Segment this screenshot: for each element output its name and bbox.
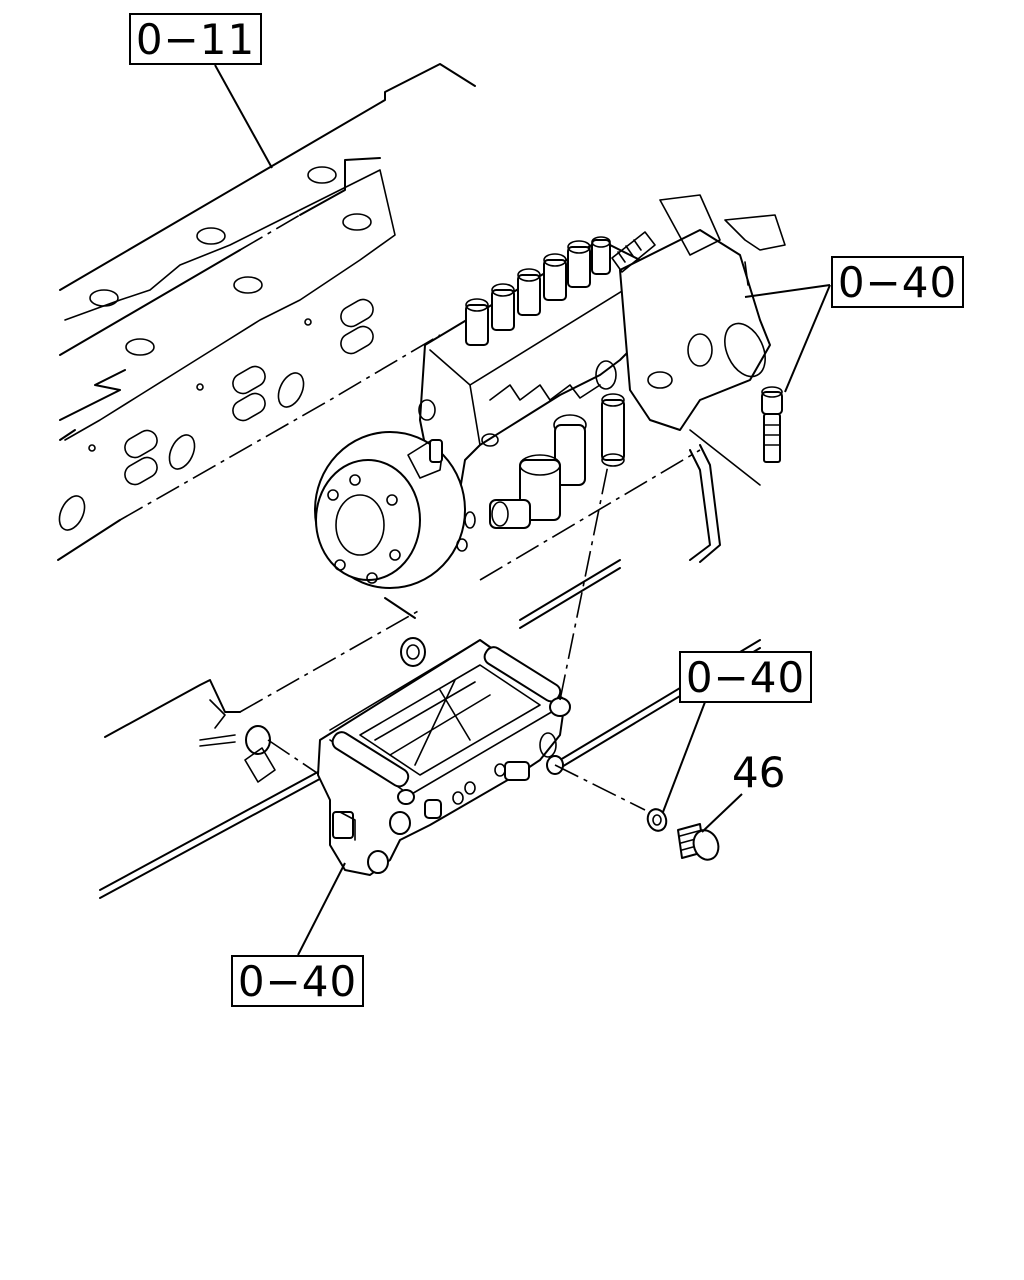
- callout-label: 0−40: [237, 956, 358, 1006]
- drive-coupling: [314, 431, 476, 589]
- delivery-valves: [465, 236, 611, 346]
- callout-label: 0−40: [685, 652, 806, 702]
- callout-ref-0-40-mid: 0−40: [679, 651, 812, 703]
- left-stud: [244, 637, 426, 786]
- callout-ref-0-40-bottom: 0−40: [231, 955, 364, 1007]
- leader-lines: [214, 64, 831, 956]
- injection-pump: [418, 194, 786, 563]
- callout-label: 0−11: [135, 14, 256, 64]
- washer-and-bolt: [646, 808, 720, 861]
- part-number-label: 46: [732, 748, 786, 797]
- cylinder-head-gasket: [57, 63, 476, 561]
- callout-label: 0−40: [837, 257, 958, 307]
- pump-mounting-bracket: [317, 464, 646, 876]
- callout-ref-0-11: 0−11: [129, 13, 262, 65]
- engine-block-outline: [99, 449, 761, 899]
- upper-bolt: [689, 386, 783, 486]
- callout-ref-0-40-top: 0−40: [831, 256, 964, 308]
- part-number-46: 46: [732, 748, 785, 797]
